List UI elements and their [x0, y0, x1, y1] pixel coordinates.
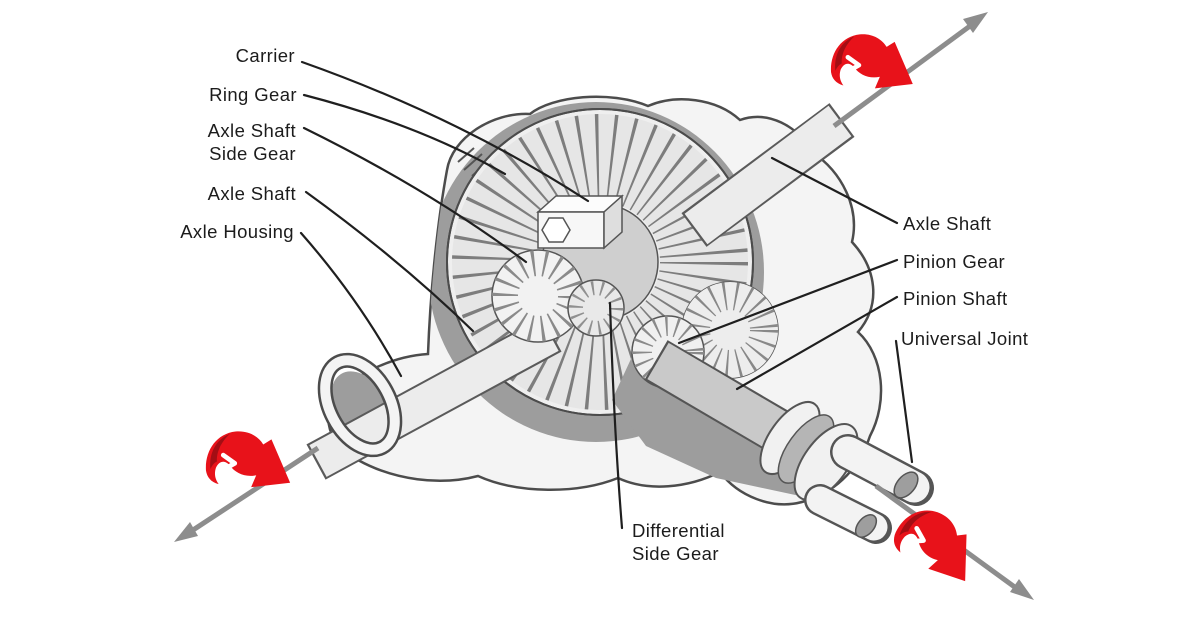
- differential-gears-shape: [491, 249, 625, 343]
- axle-shaft-right-shape: [681, 103, 855, 247]
- rotation-arrow-icon: [205, 431, 291, 488]
- leader-ring-gear: [302, 93, 507, 176]
- leader-lines: [299, 60, 914, 530]
- pinion-assembly-shape: [612, 315, 934, 544]
- label-pinion-shaft: Pinion Shaft: [903, 288, 1008, 309]
- label-axle-housing: Axle Housing: [180, 221, 294, 242]
- label-axle-shaft-side-gear: Axle Shaft Side Gear: [207, 120, 296, 164]
- label-differential-side-gear: Differential Side Gear: [632, 520, 725, 564]
- leader-pinion-gear: [677, 258, 899, 345]
- label-carrier: Carrier: [235, 45, 295, 66]
- axis-arrow: [188, 445, 320, 535]
- leader-axle-shaft-right: [770, 156, 899, 225]
- rotation-arrows: [205, 34, 967, 582]
- label-axle-shaft-right: Axle Shaft: [903, 213, 992, 234]
- rotation-arrow-icon: [831, 34, 913, 89]
- leader-axle-housing: [299, 231, 403, 378]
- leader-carrier: [300, 60, 590, 203]
- leader-pinion-shaft: [735, 295, 899, 391]
- leader-axle-shaft-left: [304, 190, 475, 333]
- axis-arrow-head-icon: [1010, 579, 1034, 600]
- rotation-arrow-icon: [893, 510, 967, 582]
- label-ring-gear: Ring Gear: [209, 84, 297, 105]
- leader-differential-side-gear: [608, 301, 624, 530]
- housing-trumpet-shape: [317, 352, 403, 458]
- universal-joint-shape: [804, 434, 934, 544]
- carrier-block-shape: [536, 194, 624, 250]
- leader-universal-joint: [894, 339, 914, 464]
- label-universal-joint: Universal Joint: [901, 328, 1029, 349]
- label-pinion-gear: Pinion Gear: [903, 251, 1006, 272]
- axis-arrow-head-icon: [963, 12, 988, 33]
- label-axle-shaft-left: Axle Shaft: [207, 183, 296, 204]
- axis-arrow-head-icon: [174, 522, 198, 542]
- leader-axle-shaft-side-gear: [302, 126, 528, 264]
- axis-arrow-heads: [174, 12, 1034, 600]
